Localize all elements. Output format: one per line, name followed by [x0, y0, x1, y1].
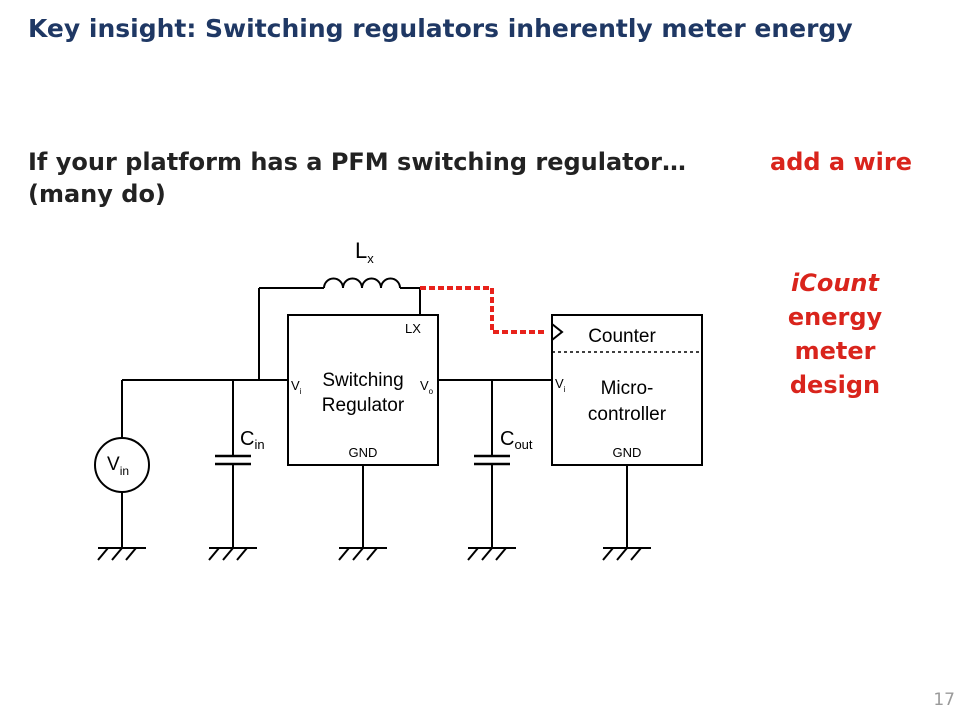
cin-capacitor-icon: [215, 454, 251, 466]
slide-title: Key insight: Switching regulators inhere…: [28, 14, 853, 43]
ground-icon: [467, 547, 516, 561]
vin-label: Vin: [107, 454, 129, 478]
mcu-name-line2: controller: [588, 404, 667, 425]
cout-label: Cout: [500, 428, 533, 452]
add-wire-callout: add a wire: [770, 148, 912, 176]
mcu-gnd-label: GND: [613, 445, 642, 460]
slide-number: 17: [933, 690, 955, 710]
cout-capacitor-icon: [474, 454, 510, 466]
mcu-vi-label: Vi: [555, 376, 566, 394]
icount-line-energy: energy: [787, 303, 883, 331]
ground-icon: [602, 547, 651, 561]
counter-clock-input-icon: [551, 323, 564, 341]
regulator-lx-label: LX: [405, 321, 421, 336]
ground-icon: [97, 547, 146, 561]
slide-subtitle: If your platform has a PFM switching reg…: [28, 148, 686, 208]
counter-label: Counter: [588, 326, 656, 347]
regulator-gnd-label: GND: [349, 445, 378, 460]
regulator-name-line1: Switching: [322, 370, 403, 391]
vin-source-icon: [94, 437, 150, 493]
regulator-vo-label: Vo: [420, 378, 434, 396]
regulator-name-line2: Regulator: [322, 395, 405, 416]
mcu-name-line1: Micro-: [601, 378, 654, 399]
icount-line-meter: meter: [794, 337, 876, 365]
icount-label: iCount energy meter design: [765, 266, 905, 402]
icount-name: iCount: [791, 269, 879, 297]
ground-icon: [338, 547, 387, 561]
cin-label: Cin: [240, 428, 265, 452]
inductor-coil-icon: [323, 277, 401, 289]
added-wire: [420, 286, 545, 334]
icount-line-design: design: [789, 371, 881, 399]
ground-icon: [208, 547, 257, 561]
inductor-label: Lx: [355, 238, 374, 266]
regulator-vi-label: Vi: [291, 378, 302, 396]
